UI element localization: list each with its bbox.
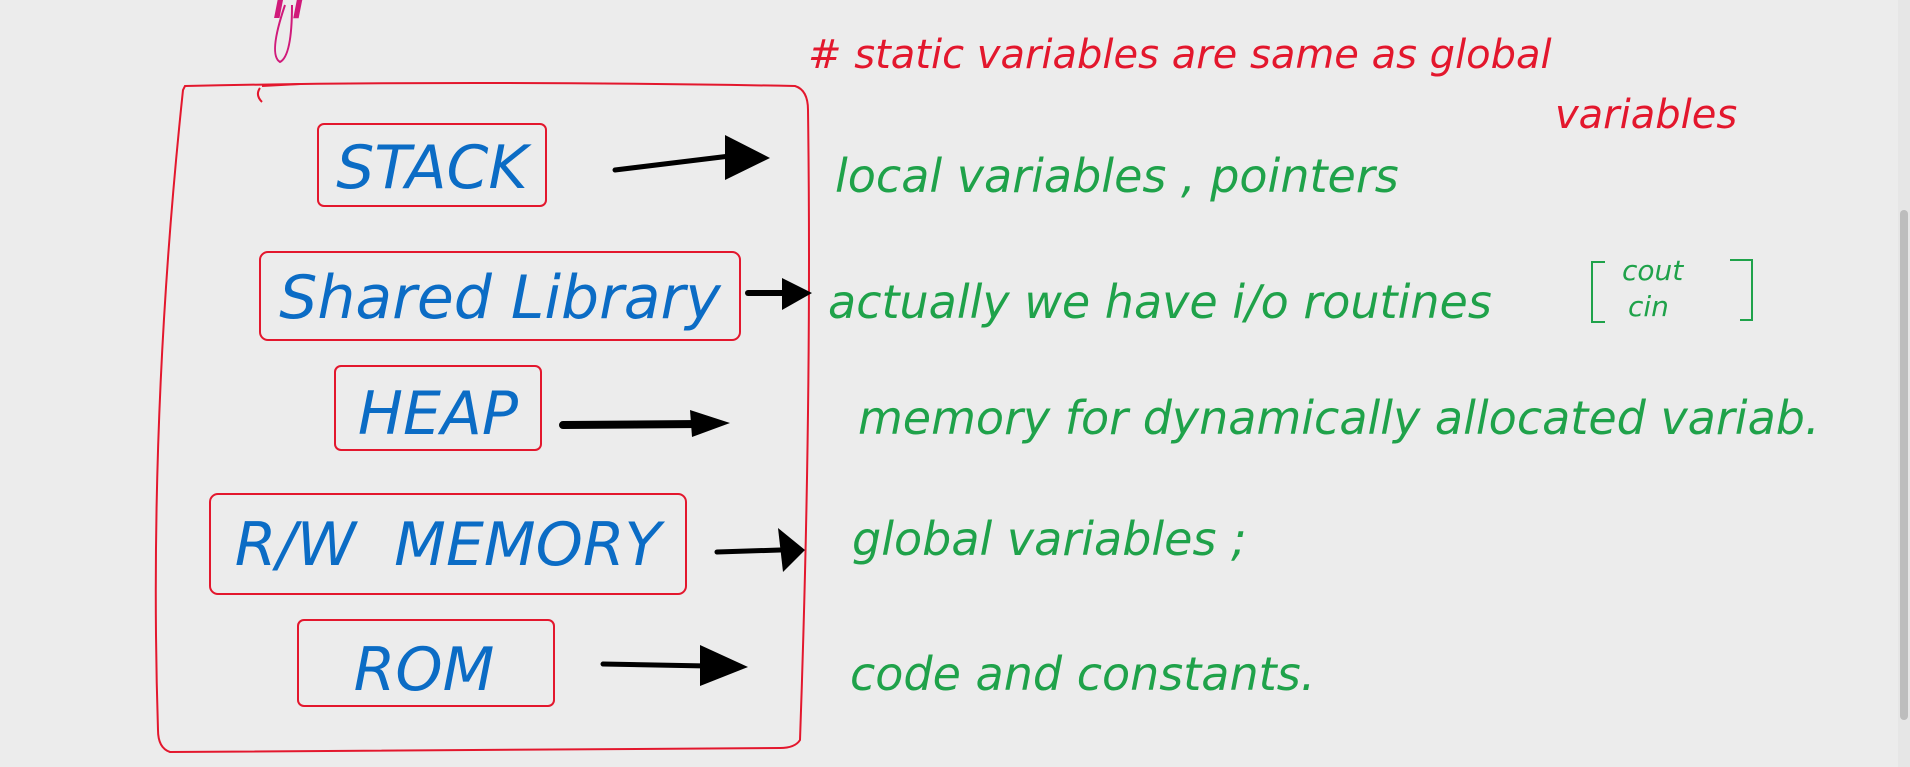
scribble-stroke <box>274 4 293 64</box>
segment-label: STACK <box>336 133 532 203</box>
arrow <box>600 645 748 686</box>
segment-heap: HEAP memory for dynamically allocated va… <box>334 365 1820 451</box>
arrow <box>745 278 812 310</box>
segment-description: code and constants. <box>850 647 1315 701</box>
io-bracket: cout cin <box>1591 254 1753 323</box>
segment-label: HEAP <box>358 379 519 449</box>
segment-box <box>317 123 547 207</box>
arrow <box>612 135 770 180</box>
io-bracket-top: cout <box>1622 254 1684 287</box>
segment-rw-memory: R/W MEMORY global variables ; <box>209 493 1247 595</box>
segment-box <box>334 365 542 451</box>
segment-rom: ROM code and constants. <box>297 619 1315 707</box>
segment-description: global variables ; <box>852 512 1247 566</box>
segment-label: ROM <box>354 635 495 705</box>
arrow <box>714 528 805 572</box>
segment-label: R/W MEMORY <box>235 510 666 580</box>
memory-block-outline <box>154 82 810 754</box>
segment-description: memory for dynamically allocated variab. <box>858 391 1820 445</box>
static-variables-note: # static variables are same as global va… <box>808 32 1737 138</box>
outline-tick <box>256 83 301 103</box>
segment-box <box>297 619 555 707</box>
segment-box <box>209 493 687 595</box>
segment-label: Shared Library <box>279 263 722 333</box>
segment-stack: STACK local variables , pointers <box>317 123 1399 207</box>
segment-shared-library: Shared Library actually we have i/o rout… <box>259 251 1753 341</box>
note-line-1: # static variables are same as global <box>808 32 1552 78</box>
vertical-scrollbar[interactable] <box>1898 0 1910 767</box>
segment-description: local variables , pointers <box>835 149 1399 203</box>
note-line-2: variables <box>1555 92 1737 138</box>
arrow <box>559 410 730 437</box>
segment-description: actually we have i/o routines <box>828 275 1492 329</box>
scrollbar-thumb[interactable] <box>1900 210 1908 720</box>
io-bracket-bottom: cin <box>1628 290 1669 323</box>
segment-box <box>259 251 741 341</box>
